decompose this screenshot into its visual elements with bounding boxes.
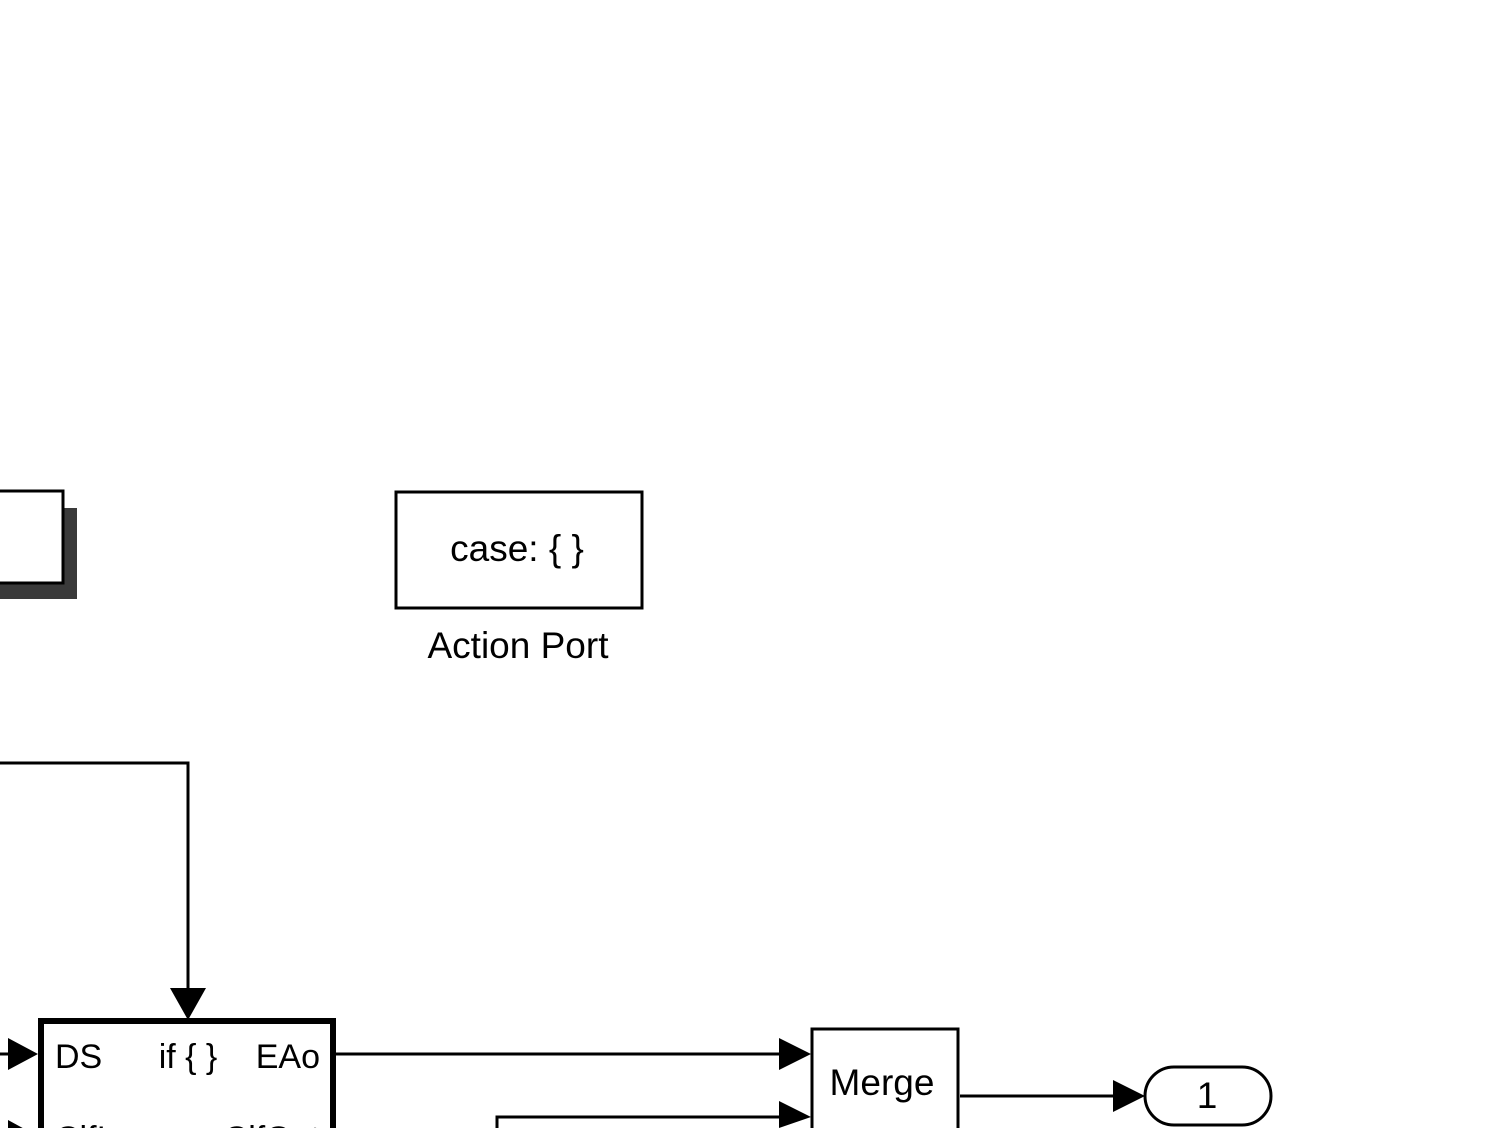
arrowhead-outport — [1113, 1080, 1145, 1112]
if-block[interactable]: DS if { } EAo ClfIn ClfOut — [38, 1018, 336, 1128]
arrowhead-if-top — [170, 988, 206, 1020]
if-block-port-ds: DS — [55, 1038, 102, 1076]
if-block-port-eao: EAo — [256, 1038, 320, 1076]
arrowhead-merge-in-1 — [779, 1038, 811, 1070]
signal-line-to-if-top[interactable] — [0, 761, 190, 990]
signal-line-to-merge-in-2[interactable] — [495, 1115, 782, 1128]
subsystem-block-body — [0, 489, 65, 585]
if-block-title: if { } — [159, 1038, 218, 1076]
action-port-block-body — [394, 490, 644, 610]
merge-block-body — [810, 1027, 960, 1128]
merge-block[interactable]: Merge — [810, 1027, 960, 1128]
arrowhead-if-ds — [8, 1038, 38, 1070]
arrowhead-if-clf-in — [8, 1120, 23, 1128]
merge-block-label: Merge — [830, 1062, 935, 1103]
outport-block-number: 1 — [1197, 1075, 1218, 1116]
if-block-port-clf-out: ClfOut — [224, 1120, 321, 1128]
partial-subsystem-block[interactable] — [0, 489, 77, 599]
arrowhead-merge-in-2 — [779, 1101, 811, 1128]
if-block-port-clf-in: ClfIn — [55, 1120, 125, 1128]
outport-block-body — [1143, 1065, 1273, 1127]
if-block-body — [38, 1018, 336, 1128]
action-port-block[interactable]: case: { } — [394, 490, 644, 610]
action-port-block-text: case: { } — [450, 528, 584, 569]
outport-block[interactable]: 1 — [1143, 1065, 1273, 1127]
action-port-label: Action Port — [428, 625, 610, 666]
